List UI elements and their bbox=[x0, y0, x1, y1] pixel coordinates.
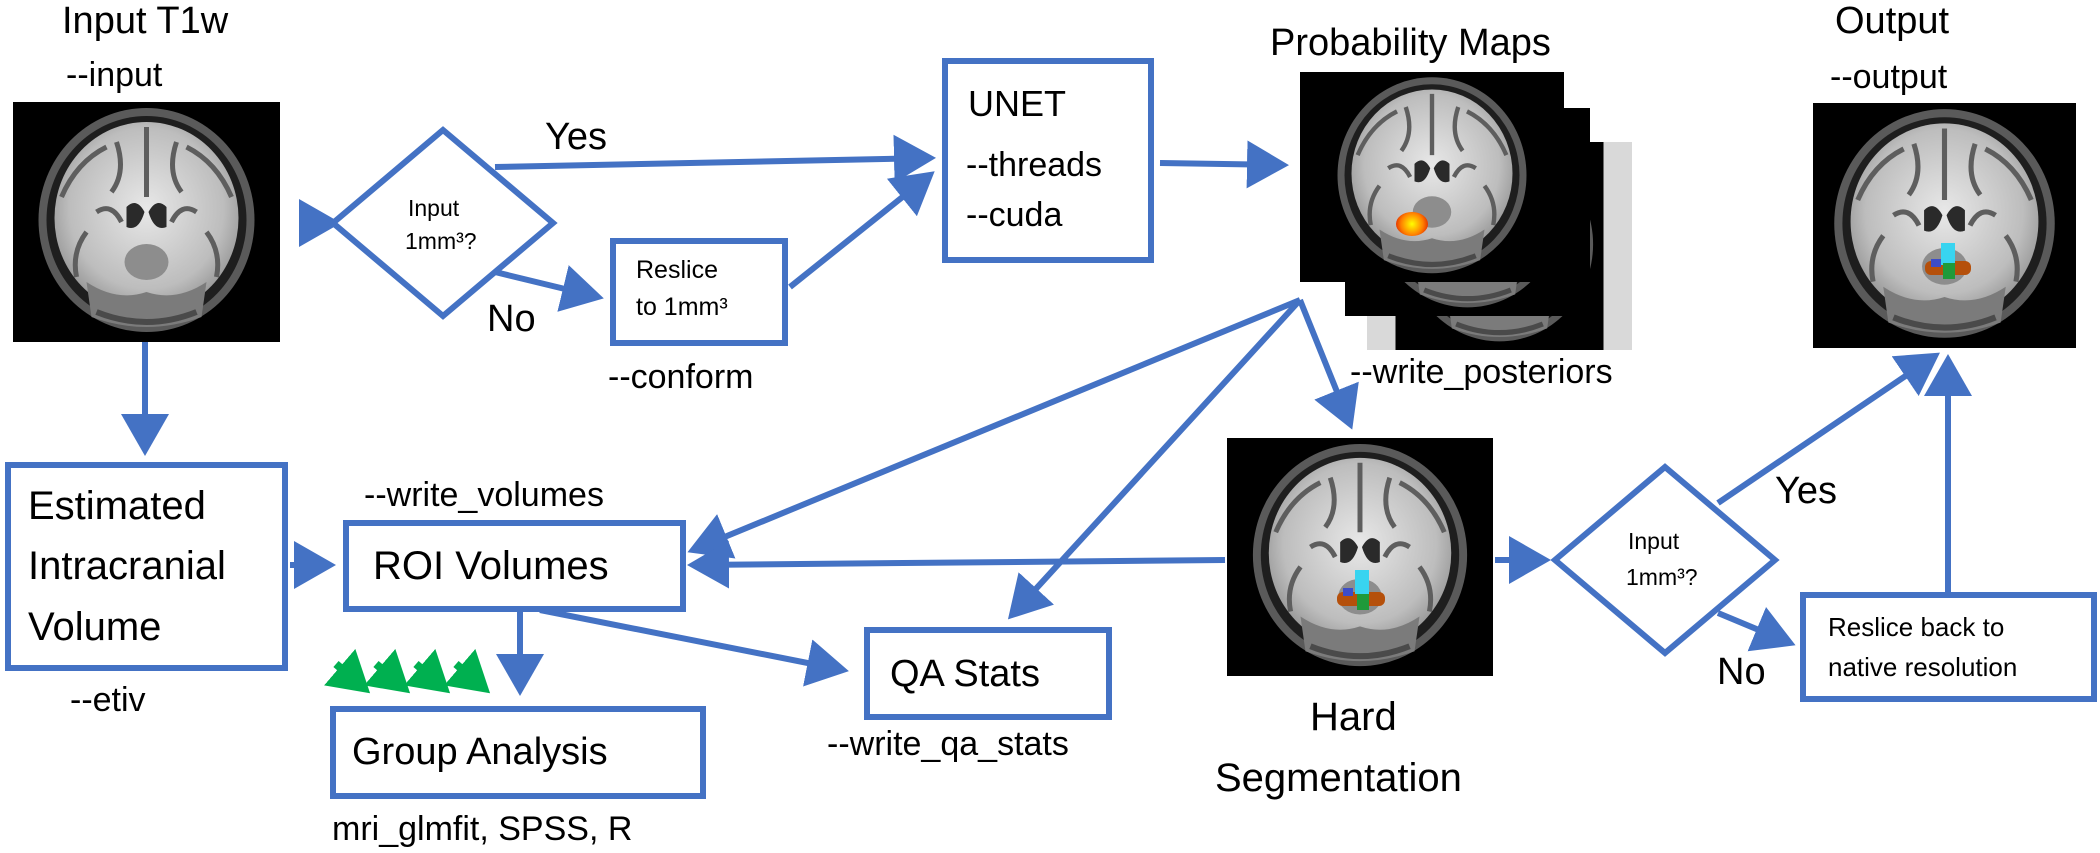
decision1-diamond bbox=[328, 126, 558, 320]
hardseg-label-line2: Segmentation bbox=[1215, 756, 1462, 800]
arrow-hardseg-to-roi bbox=[687, 540, 1226, 589]
group-analysis-box bbox=[330, 706, 706, 799]
output-brain-image bbox=[1813, 103, 2076, 348]
hardseg-label-line1: Hard bbox=[1310, 695, 1397, 739]
output-flag: --output bbox=[1830, 58, 1948, 96]
probability-blob bbox=[1396, 212, 1428, 236]
qa-title: QA Stats bbox=[890, 653, 1040, 695]
reslice1-flag: --conform bbox=[608, 358, 754, 396]
reslice2-box bbox=[1800, 592, 2097, 702]
arrow-roi-to-qa bbox=[539, 607, 849, 687]
decision2-label: Input bbox=[1628, 528, 1680, 554]
reslice1-box bbox=[610, 238, 788, 346]
input-title: Input T1w bbox=[62, 0, 229, 42]
input-flag: --input bbox=[66, 56, 163, 94]
segmentation-overlay bbox=[1337, 568, 1385, 612]
group-tools: mri_glmfit, SPSS, R bbox=[332, 810, 633, 848]
reslice2-label-line2: native resolution bbox=[1828, 652, 2018, 682]
reslice2-label-line1: Reslice back to bbox=[1828, 612, 2005, 642]
reslice1-label: Reslice bbox=[636, 256, 718, 284]
unet-box bbox=[942, 58, 1154, 263]
input-brain-image bbox=[13, 102, 280, 342]
arrow-prob-to-roi bbox=[687, 297, 1302, 559]
arrow-decision2-no bbox=[1716, 607, 1796, 652]
arrow-prob-to-hardseg bbox=[1297, 298, 1359, 430]
arrow-unet-to-prob bbox=[1159, 140, 1289, 189]
qa-flag: --write_qa_stats bbox=[827, 725, 1069, 763]
decision1-yes: Yes bbox=[545, 116, 607, 158]
segmentation-overlay bbox=[1925, 239, 1971, 281]
arrow-decision1-no bbox=[494, 265, 604, 312]
unet-title: UNET bbox=[968, 83, 1066, 124]
decision2-diamond bbox=[1550, 463, 1780, 657]
reslice1-label2: to 1mm³ bbox=[636, 293, 728, 321]
brain-mri-icon bbox=[1813, 103, 2076, 348]
decision1-label: Input bbox=[408, 195, 460, 221]
decision2-yes: Yes bbox=[1775, 470, 1837, 512]
qa-stats-box bbox=[864, 627, 1112, 720]
hardseg-brain-image bbox=[1227, 438, 1493, 676]
etiv-label-line3: Volume bbox=[28, 605, 162, 649]
arrow-decision1-yes bbox=[494, 134, 936, 183]
roi-volumes-box bbox=[343, 520, 686, 612]
etiv-box bbox=[5, 462, 288, 671]
green-highlight-arrows bbox=[324, 648, 491, 694]
roi-flag: --write_volumes bbox=[364, 476, 604, 514]
decision2-label2: 1mm³? bbox=[1626, 564, 1698, 590]
roi-title: ROI Volumes bbox=[373, 544, 609, 588]
decision1-no: No bbox=[487, 298, 536, 340]
unet-flag-threads: --threads bbox=[966, 146, 1103, 184]
brain-mri-icon bbox=[1227, 438, 1493, 676]
etiv-label-line1: Estimated bbox=[28, 484, 206, 528]
group-title: Group Analysis bbox=[352, 731, 608, 773]
decision2-no: No bbox=[1717, 651, 1766, 693]
arrow-decision2-yes bbox=[1716, 352, 1940, 506]
brain-mri-icon bbox=[13, 102, 280, 342]
probability-flag: --write_posteriors bbox=[1350, 353, 1613, 391]
probability-title: Probability Maps bbox=[1270, 22, 1551, 64]
brain-mri-icon bbox=[1300, 72, 1564, 282]
arrow-reslice-to-unet bbox=[788, 171, 935, 290]
unet-flag-cuda: --cuda bbox=[966, 196, 1063, 234]
output-title: Output bbox=[1835, 0, 1950, 42]
etiv-flag: --etiv bbox=[70, 681, 146, 719]
decision1-label2: 1mm³? bbox=[405, 228, 477, 254]
etiv-label-line2: Intracranial bbox=[28, 544, 226, 588]
prob-brain-image-1 bbox=[1300, 72, 1564, 282]
